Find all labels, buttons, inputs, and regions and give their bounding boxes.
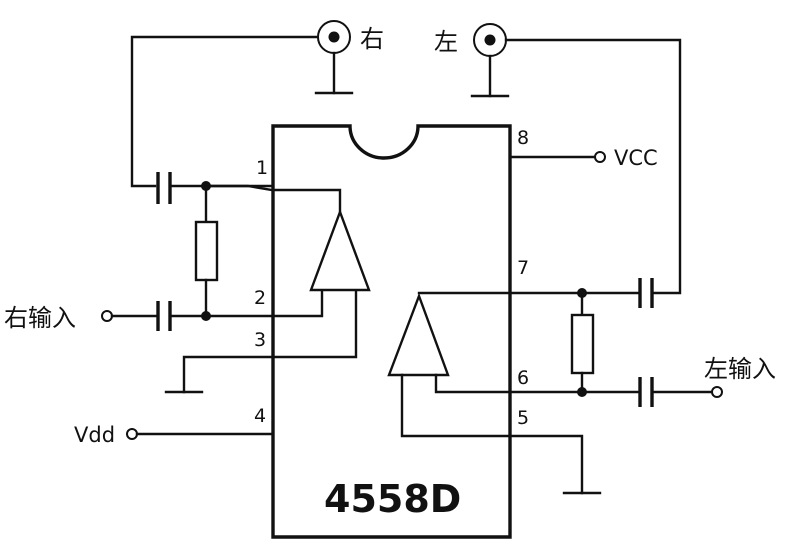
right-output-capacitor — [156, 172, 172, 204]
left-opamp-triangle — [387, 292, 450, 377]
right-amp-output-wire — [204, 184, 342, 217]
vdd-label: Vdd — [74, 423, 115, 447]
left-feedback-resistor — [570, 313, 595, 375]
pin-4-label: 4 — [254, 405, 266, 427]
right-junction-top — [201, 181, 211, 191]
ic-package-outline — [271, 124, 512, 539]
left-input-terminal[interactable] — [711, 386, 723, 398]
vcc-label: VCC — [614, 146, 658, 170]
right-input-label: 右输入 — [4, 304, 76, 332]
pin-1-label: 1 — [256, 157, 268, 179]
left-output-wire — [504, 38, 682, 295]
pin-6-label: 6 — [517, 367, 529, 389]
right-input-terminal[interactable] — [101, 310, 113, 322]
right-feedback-resistor — [194, 220, 219, 282]
pin-5-wire — [400, 373, 584, 495]
pin-8-label: 8 — [517, 127, 529, 149]
pin-5-label: 5 — [517, 407, 529, 429]
ic-part-number: 4558D — [324, 477, 461, 521]
right-output-label: 右 — [360, 25, 384, 53]
pin-3-wire — [271, 286, 358, 359]
vdd-terminal[interactable] — [126, 428, 138, 440]
pin-7-label: 7 — [517, 257, 529, 279]
right-input-capacitor — [156, 301, 172, 331]
left-junction-top — [577, 288, 587, 298]
left-output-label: 左 — [434, 28, 458, 56]
pin-6-wire — [434, 373, 642, 394]
vcc-terminal[interactable] — [594, 151, 606, 163]
left-input-label: 左输入 — [704, 355, 776, 383]
right-ground-wire — [182, 355, 275, 394]
pin-2-label: 2 — [254, 287, 266, 309]
right-inverting-input-wire — [271, 286, 324, 318]
left-output-capacitor — [638, 278, 654, 308]
left-output-jack — [470, 23, 510, 98]
right-output-wire — [130, 35, 319, 188]
left-input-capacitor — [638, 377, 654, 407]
right-output-jack — [314, 20, 354, 95]
right-opamp-triangle — [309, 208, 371, 292]
pin-3-label: 3 — [254, 329, 266, 351]
